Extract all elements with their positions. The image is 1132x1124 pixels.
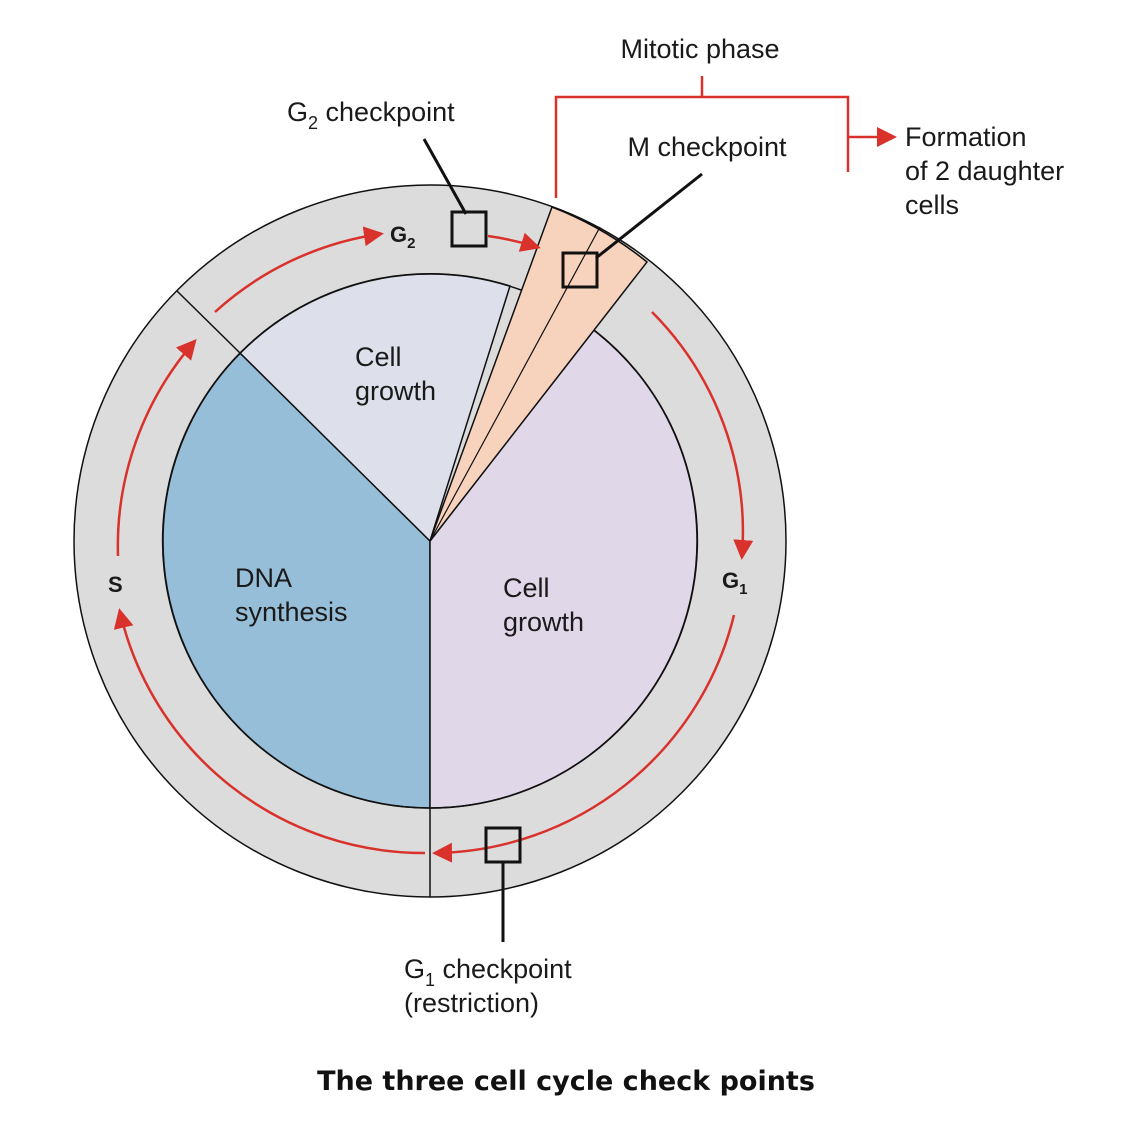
phase-label-g1: G1	[722, 568, 747, 598]
arrow-g1-to-s-bottom	[432, 614, 736, 863]
g1-checkpoint-label: G1 checkpoint	[404, 954, 572, 990]
sector-label-cell-growth-top-1: Cell	[355, 342, 402, 372]
sector-label-dna-1: DNA	[235, 563, 292, 593]
mitotic-phase-wedge	[429, 206, 649, 542]
arrow-s-to-g2	[116, 338, 197, 557]
divider-g2-s	[176, 290, 241, 354]
restriction-label: (restriction)	[404, 988, 539, 1018]
formation-label-line1: Formation	[905, 122, 1027, 152]
formation-label-line2: of 2 daughter	[905, 156, 1064, 186]
m-checkpoint-leader	[595, 172, 703, 260]
arrow-bottom-to-s	[113, 608, 426, 855]
sector-label-cell-growth-right-1: Cell	[503, 573, 550, 603]
mitotic-subdivision-line	[429, 226, 601, 542]
arrow-m-to-g1	[651, 311, 754, 560]
formation-label-line3: cells	[905, 190, 959, 220]
phase-label-g2: G2	[390, 222, 415, 252]
g2-checkpoint-label: G2 checkpoint	[287, 97, 455, 133]
arrow-g2-to-m	[487, 232, 541, 252]
arrow-g2-approach	[214, 226, 384, 313]
cell-cycle-diagram: Mitotic phase G2 checkpoint M checkpoint…	[73, 34, 1064, 1018]
phase-label-s: S	[108, 572, 123, 597]
figure-caption: The three cell cycle check points	[317, 1066, 815, 1097]
sector-label-dna-2: synthesis	[235, 597, 348, 627]
m-checkpoint-label: M checkpoint	[627, 132, 787, 162]
mitotic-phase-label: Mitotic phase	[620, 34, 779, 64]
sector-label-cell-growth-top-2: growth	[355, 376, 436, 406]
g2-checkpoint-box	[450, 210, 488, 248]
g2-checkpoint-leader	[422, 138, 468, 215]
m-checkpoint-box	[561, 251, 599, 289]
sector-label-cell-growth-right-2: growth	[503, 607, 584, 637]
